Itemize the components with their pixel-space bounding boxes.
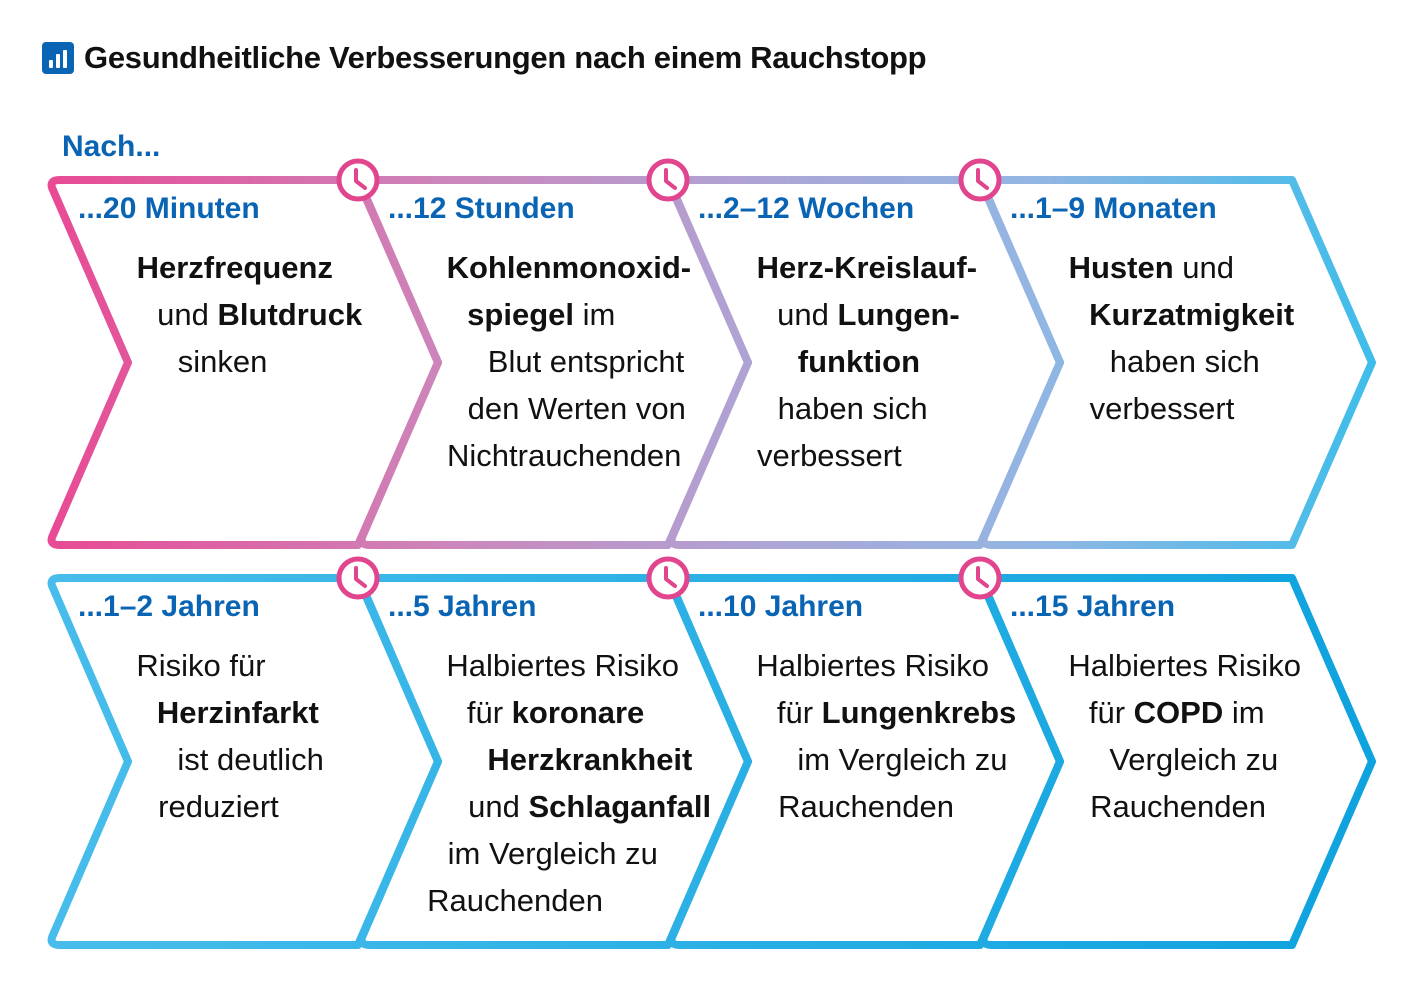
panel-heading: ...10 Jahren: [698, 590, 864, 623]
panel-text-line: Herzfrequenz: [136, 250, 333, 285]
chevron-shape: [47, 176, 442, 549]
clock-icon: [646, 158, 690, 202]
panel-text-line: Halbiertes Risiko: [1068, 648, 1301, 683]
panel-text-line: Herzkrankheit: [487, 742, 693, 777]
page-title: Gesundheitliche Verbesserungen nach eine…: [84, 40, 927, 75]
panel-text-line: verbessert: [1089, 391, 1235, 426]
panel-heading: ...20 Minuten: [78, 192, 260, 225]
panel-text-line: Rauchenden: [778, 789, 954, 824]
panel-text-line: für Lungenkrebs: [776, 695, 1017, 730]
panel-text-line: Herzinfarkt: [156, 695, 319, 730]
panel-text-line: den Werten von: [467, 391, 686, 426]
panel-heading: ...2–12 Wochen: [698, 192, 915, 225]
panel-text-line: für koronare: [466, 695, 645, 730]
panel-heading: ...12 Stunden: [388, 192, 575, 225]
panel-text-line: Risiko für: [136, 648, 266, 683]
chevron-shape: [47, 574, 442, 949]
panel-heading: ...1–2 Jahren: [78, 590, 260, 623]
panel-text-line: Husten und: [1068, 250, 1234, 285]
panel-heading: ...5 Jahren: [388, 590, 537, 623]
panel-text-line: Rauchenden: [427, 883, 603, 918]
panel-text-line: Vergleich zu: [1109, 742, 1279, 777]
panel-text-line: Blut entspricht: [487, 344, 685, 379]
panel-text-line: Halbiertes Risiko: [446, 648, 679, 683]
panel-text-line: Nichtrauchenden: [447, 438, 682, 473]
panel-text-line: ist deutlich: [177, 742, 324, 777]
panel-text-line: reduziert: [158, 789, 279, 824]
panel-text-line: haben sich: [1109, 344, 1260, 379]
panel-text-line: Kohlenmonoxid-: [446, 250, 692, 285]
intro-label: Nach...: [62, 130, 161, 163]
panel-text-line: und Schlaganfall: [468, 789, 712, 824]
panel-heading: ...1–9 Monaten: [1010, 192, 1217, 225]
panel-text-line: Kurzatmigkeit: [1089, 297, 1295, 332]
panel-text-line: sinken: [177, 344, 268, 379]
panel-text-line: für COPD im: [1088, 695, 1265, 730]
panel-text-line: spiegel im: [467, 297, 616, 332]
panel-text-line: verbessert: [757, 438, 902, 473]
clock-icons: [336, 158, 1002, 600]
clock-icon: [958, 158, 1002, 202]
panel-text-line: haben sich: [777, 391, 928, 426]
panel-text-line: und Lungen-: [777, 297, 960, 332]
clock-icon: [336, 158, 380, 202]
panel-text-line: Rauchenden: [1090, 789, 1266, 824]
panel-text-line: Herz-Kreislauf-: [756, 250, 978, 285]
title-row: Gesundheitliche Verbesserungen nach eine…: [42, 40, 927, 76]
panel-text-line: im Vergleich zu: [797, 742, 1008, 777]
panel-text-line: funktion: [797, 344, 921, 379]
clock-icon: [646, 556, 690, 600]
bar-chart-icon: [42, 42, 74, 74]
panel-text-line: im Vergleich zu: [447, 836, 658, 871]
panel-text-line: und Blutdruck: [157, 297, 363, 332]
panel-text-line: Halbiertes Risiko: [756, 648, 989, 683]
clock-icon: [336, 556, 380, 600]
panel-heading: ...15 Jahren: [1010, 590, 1176, 623]
clock-icon: [958, 556, 1002, 600]
